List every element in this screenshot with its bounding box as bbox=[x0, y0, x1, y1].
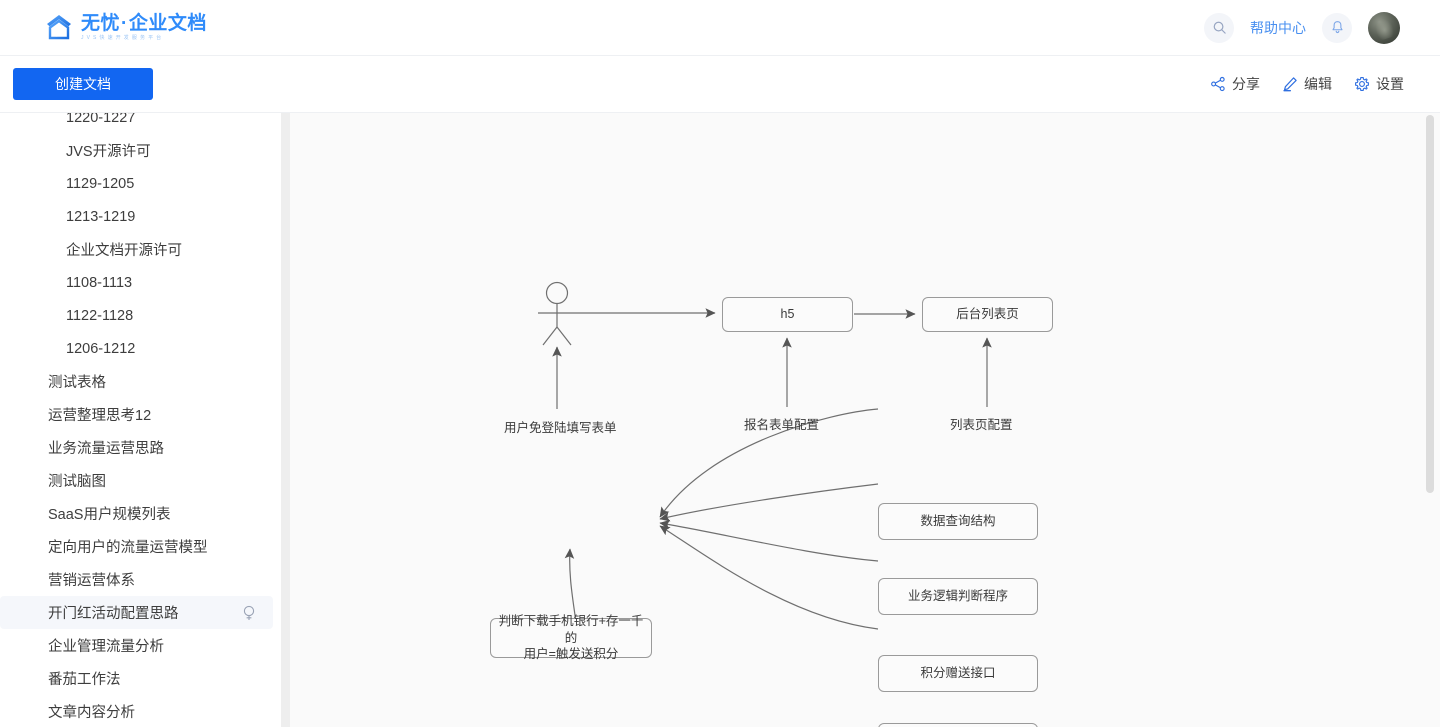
logo-title-part2: 企业文档 bbox=[128, 12, 207, 34]
diagram-node-logic[interactable]: 业务逻辑判断程序 bbox=[878, 578, 1038, 615]
diagram-canvas[interactable]: h5 后台列表页 用户免登陆填写表单 报名表单配置 列表页配置 判断下载手机银行… bbox=[290, 113, 1440, 727]
sidebar-divider bbox=[281, 113, 290, 727]
sidebar-item-2[interactable]: 1129-1205 bbox=[0, 167, 273, 200]
diagram-node-rule[interactable]: 判断下载手机银行+存一千的 用户=触发送积分 bbox=[490, 614, 652, 661]
sidebar-item-label: 1122-1128 bbox=[66, 307, 134, 324]
sidebar-item-label: 业务流量运营思路 bbox=[48, 441, 164, 457]
create-document-button[interactable]: 创建文档 bbox=[13, 68, 153, 100]
help-center-link[interactable]: 帮助中心 bbox=[1250, 19, 1306, 36]
share-button[interactable]: 分享 bbox=[1210, 74, 1260, 94]
edit-pencil-icon bbox=[1283, 77, 1297, 92]
gear-icon bbox=[1355, 77, 1369, 91]
diagram-annotation-h5: 报名表单配置 bbox=[744, 418, 820, 432]
rule-line-1: 判断下载手机银行+存一千的 bbox=[498, 613, 644, 645]
diagram-svg bbox=[538, 281, 992, 642]
settings-button[interactable]: 设置 bbox=[1354, 74, 1404, 94]
sidebar-item-17[interactable]: 番茄工作法 bbox=[0, 662, 273, 695]
notifications-button[interactable] bbox=[1322, 12, 1352, 43]
document-toolbar: 创建文档 分享 编辑 设置 bbox=[0, 56, 1440, 113]
sidebar-item-label: 1206-1212 bbox=[66, 340, 136, 357]
sidebar-item-label: 开门红活动配置思路 bbox=[48, 606, 179, 622]
sidebar-item-label: 营销运营体系 bbox=[48, 573, 135, 589]
sidebar-item-16[interactable]: 企业管理流量分析 bbox=[0, 629, 273, 662]
header-actions: 帮助中心 bbox=[1204, 11, 1400, 44]
pin-idea-icon[interactable] bbox=[242, 605, 256, 621]
sidebar-item-label: 企业文档开源许可 bbox=[66, 243, 182, 259]
diagram-node-h5[interactable]: h5 bbox=[722, 297, 853, 332]
diagram-annotation-backlist: 列表页配置 bbox=[950, 418, 1013, 432]
app-header: 无忧·企业文档 JVS快速开发服务平台 帮助中心 bbox=[0, 0, 1440, 56]
diagram-node-backlist[interactable]: 后台列表页 bbox=[922, 297, 1053, 332]
sidebar-item-9[interactable]: 运营整理思考12 bbox=[0, 398, 273, 431]
sidebar-item-label: 定向用户的流量运营模型 bbox=[48, 540, 208, 556]
sidebar-item-7[interactable]: 1206-1212 bbox=[0, 332, 273, 365]
sidebar-item-18[interactable]: 文章内容分析 bbox=[0, 695, 273, 727]
edit-button[interactable]: 编辑 bbox=[1282, 74, 1332, 94]
logo-mark-icon bbox=[44, 13, 74, 43]
sidebar-item-label: 企业管理流量分析 bbox=[48, 639, 164, 655]
sidebar-item-5[interactable]: 1108-1113 bbox=[0, 266, 273, 299]
diagram-node-query[interactable]: 数据查询结构 bbox=[878, 503, 1038, 540]
diagram-node-points[interactable]: 积分赠送接口 bbox=[878, 655, 1038, 692]
logo-separator: · bbox=[121, 12, 128, 34]
logo-title: 无忧·企业文档 bbox=[81, 12, 207, 34]
sidebar-item-11[interactable]: 测试脑图 bbox=[0, 464, 273, 497]
edit-label: 编辑 bbox=[1304, 76, 1332, 92]
actor-head bbox=[545, 281, 569, 305]
sidebar-item-label: 1129-1205 bbox=[66, 175, 135, 192]
bell-icon bbox=[1331, 21, 1343, 34]
share-icon bbox=[1211, 76, 1225, 92]
logo-title-part1: 无忧 bbox=[81, 12, 121, 34]
rule-line-2: 用户=触发送积分 bbox=[523, 647, 619, 662]
sidebar-item-10[interactable]: 业务流量运营思路 bbox=[0, 431, 273, 464]
sidebar-item-label: 1213-1219 bbox=[66, 208, 136, 225]
sidebar-item-label: 文章内容分析 bbox=[48, 705, 135, 721]
sidebar-item-1[interactable]: JVS开源许可 bbox=[0, 134, 273, 167]
sidebar-item-3[interactable]: 1213-1219 bbox=[0, 200, 273, 233]
sidebar-item-label: 1220-1227 bbox=[66, 113, 136, 126]
settings-label: 设置 bbox=[1376, 76, 1404, 92]
share-label: 分享 bbox=[1232, 76, 1260, 92]
logo-subtitle: JVS快速开发服务平台 bbox=[81, 34, 165, 41]
search-button[interactable] bbox=[1204, 12, 1234, 43]
sidebar-item-8[interactable]: 测试表格 bbox=[0, 365, 273, 398]
sidebar-item-12[interactable]: SaaS用户规模列表 bbox=[0, 497, 273, 530]
search-icon bbox=[1213, 21, 1226, 34]
sidebar-item-label: 测试脑图 bbox=[48, 474, 106, 490]
avatar[interactable] bbox=[1368, 11, 1400, 44]
sidebar-item-label: 测试表格 bbox=[48, 375, 106, 391]
sidebar-item-14[interactable]: 营销运营体系 bbox=[0, 563, 273, 596]
sidebar-item-label: 番茄工作法 bbox=[48, 672, 121, 688]
sidebar-item-15[interactable]: 开门红活动配置思路 bbox=[0, 596, 273, 629]
sidebar-item-13[interactable]: 定向用户的流量运营模型 bbox=[0, 530, 273, 563]
sidebar-item-6[interactable]: 1122-1128 bbox=[0, 299, 273, 332]
sidebar-item-4[interactable]: 企业文档开源许可 bbox=[0, 233, 273, 266]
diagram-annotation-actor: 用户免登陆填写表单 bbox=[504, 421, 617, 435]
sidebar-item-0[interactable]: 1220-1227 bbox=[0, 113, 273, 134]
sidebar-item-label: 1108-1113 bbox=[66, 274, 133, 291]
content-vertical-scrollbar[interactable] bbox=[1426, 115, 1434, 493]
sidebar-item-label: JVS开源许可 bbox=[66, 144, 151, 160]
diagram-node-backfill[interactable]: 数据结果处理回填 bbox=[878, 723, 1038, 727]
sidebar-item-label: SaaS用户规模列表 bbox=[48, 507, 171, 523]
document-content[interactable]: h5 后台列表页 用户免登陆填写表单 报名表单配置 列表页配置 判断下载手机银行… bbox=[290, 113, 1440, 727]
app-logo[interactable]: 无忧·企业文档 JVS快速开发服务平台 bbox=[44, 8, 207, 48]
sidebar-item-label: 运营整理思考12 bbox=[48, 408, 152, 424]
toolbar-actions: 分享 编辑 设置 bbox=[1210, 74, 1404, 94]
